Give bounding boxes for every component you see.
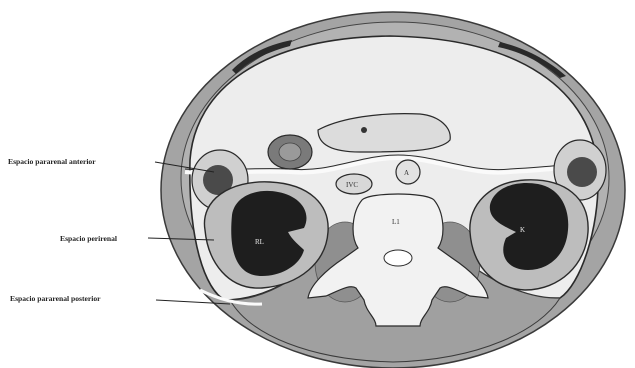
vertebra-mark: L1 [392, 218, 400, 226]
vena-cava-mark: IVC [346, 181, 358, 189]
right-kidney-mark: K [520, 226, 525, 234]
colon-right-content [567, 157, 597, 187]
aorta-mark: A [404, 169, 409, 177]
spinal-canal [384, 250, 412, 266]
label-perirenal: Espacio perirenal [60, 234, 117, 243]
label-posterior-pararenal: Espacio pararenal posterior [10, 294, 101, 303]
left-kidney-mark: RL [255, 238, 264, 246]
pancreas-duct [361, 127, 367, 133]
duodenum-lumen [279, 143, 301, 161]
label-anterior-pararenal: Espacio pararenal anterior [8, 157, 96, 166]
